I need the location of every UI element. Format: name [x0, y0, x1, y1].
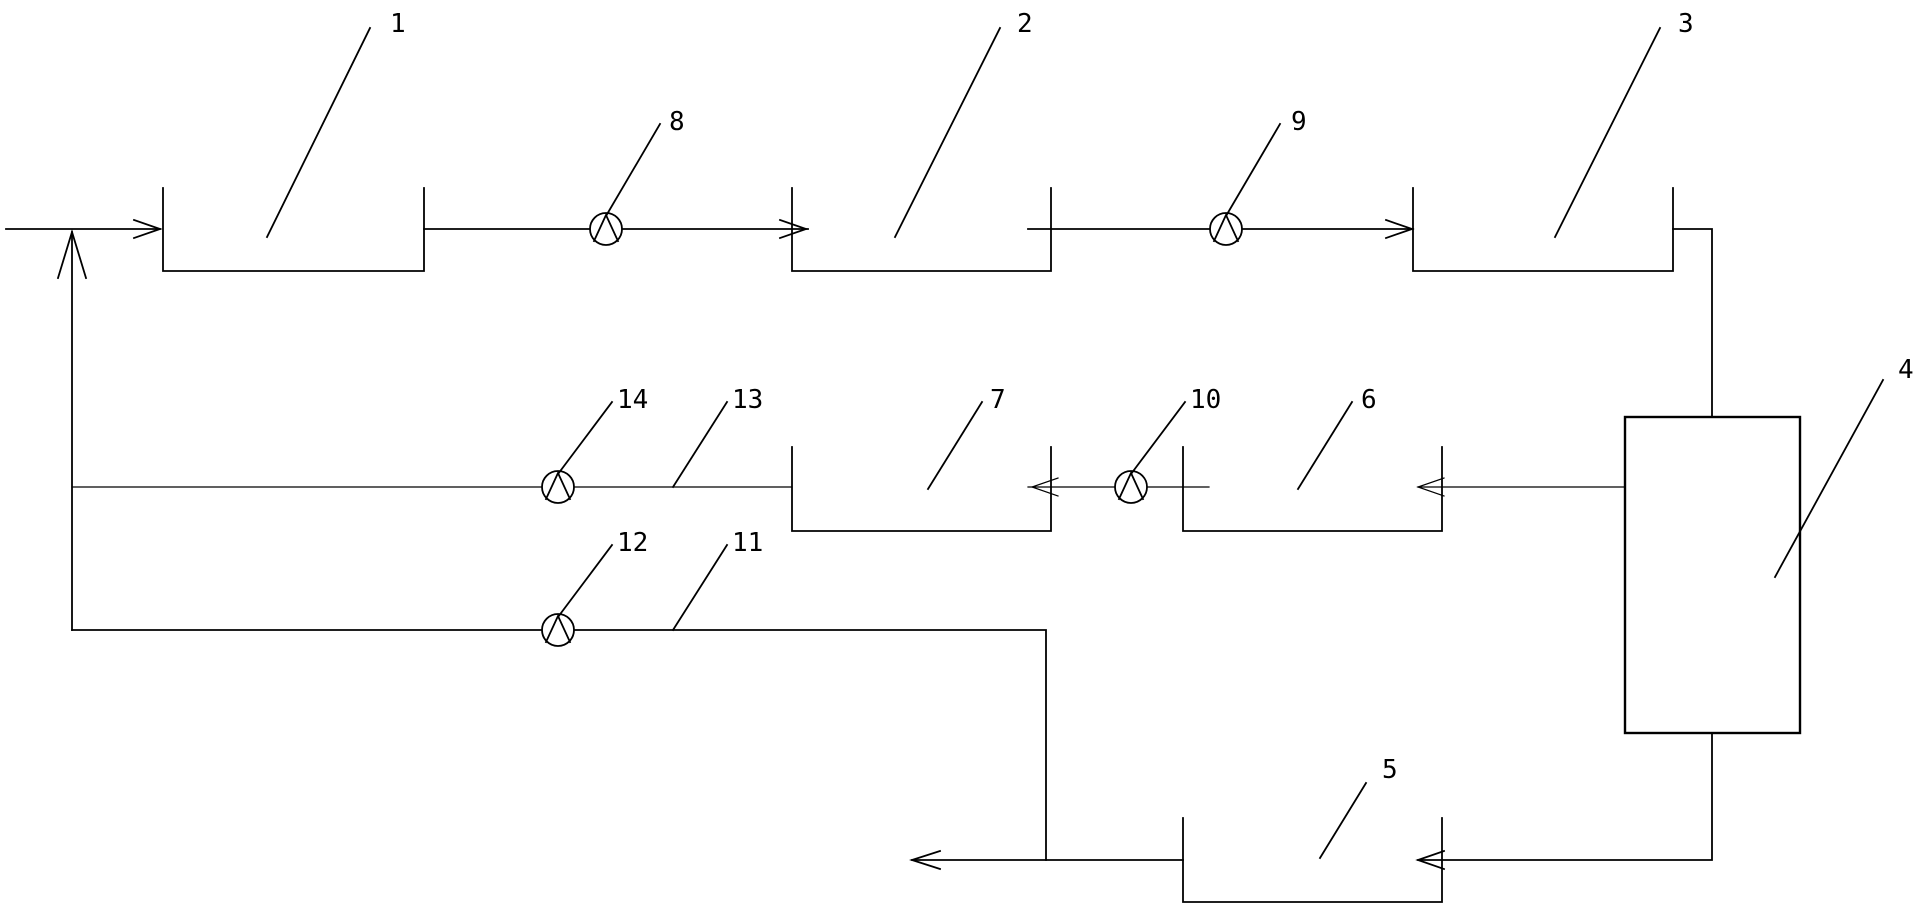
pipe-3-to-4 — [1672, 228, 1713, 418]
leader-lines — [265, 26, 1885, 860]
label-5: 5 — [1382, 755, 1398, 785]
tank-1 — [162, 187, 425, 272]
pump-9 — [1209, 212, 1243, 246]
label-13: 13 — [732, 385, 763, 415]
pipe-1-to-2 — [423, 218, 809, 240]
pump-8 — [589, 212, 623, 246]
return-riser — [56, 228, 88, 631]
pipe-11-branch — [71, 629, 1047, 861]
label-1: 1 — [390, 9, 406, 39]
pipe-6-to-7 — [1027, 477, 1210, 497]
pipe-4-to-6 — [1416, 477, 1626, 497]
tank-5 — [1182, 817, 1443, 903]
pump-10 — [1114, 470, 1148, 504]
tank-6 — [1182, 446, 1443, 532]
pump-12 — [541, 613, 575, 647]
label-10: 10 — [1190, 385, 1221, 415]
label-14: 14 — [617, 385, 648, 415]
pump-14 — [541, 470, 575, 504]
tank-7 — [791, 446, 1052, 532]
label-6: 6 — [1361, 385, 1377, 415]
label-9: 9 — [1291, 107, 1307, 137]
label-2: 2 — [1017, 9, 1033, 39]
tank-3 — [1412, 187, 1674, 272]
inlet-pipe — [5, 218, 163, 240]
label-7: 7 — [990, 385, 1006, 415]
label-3: 3 — [1678, 9, 1694, 39]
unit-4 — [1623, 415, 1802, 735]
label-4: 4 — [1898, 355, 1914, 385]
outlet-pipe — [909, 849, 1184, 871]
pipe-4-to-5 — [1415, 732, 1713, 871]
pipe-2-to-3 — [1027, 218, 1415, 240]
tank-2 — [791, 187, 1052, 272]
label-11: 11 — [732, 528, 763, 558]
label-12: 12 — [617, 528, 648, 558]
label-8: 8 — [669, 107, 685, 137]
